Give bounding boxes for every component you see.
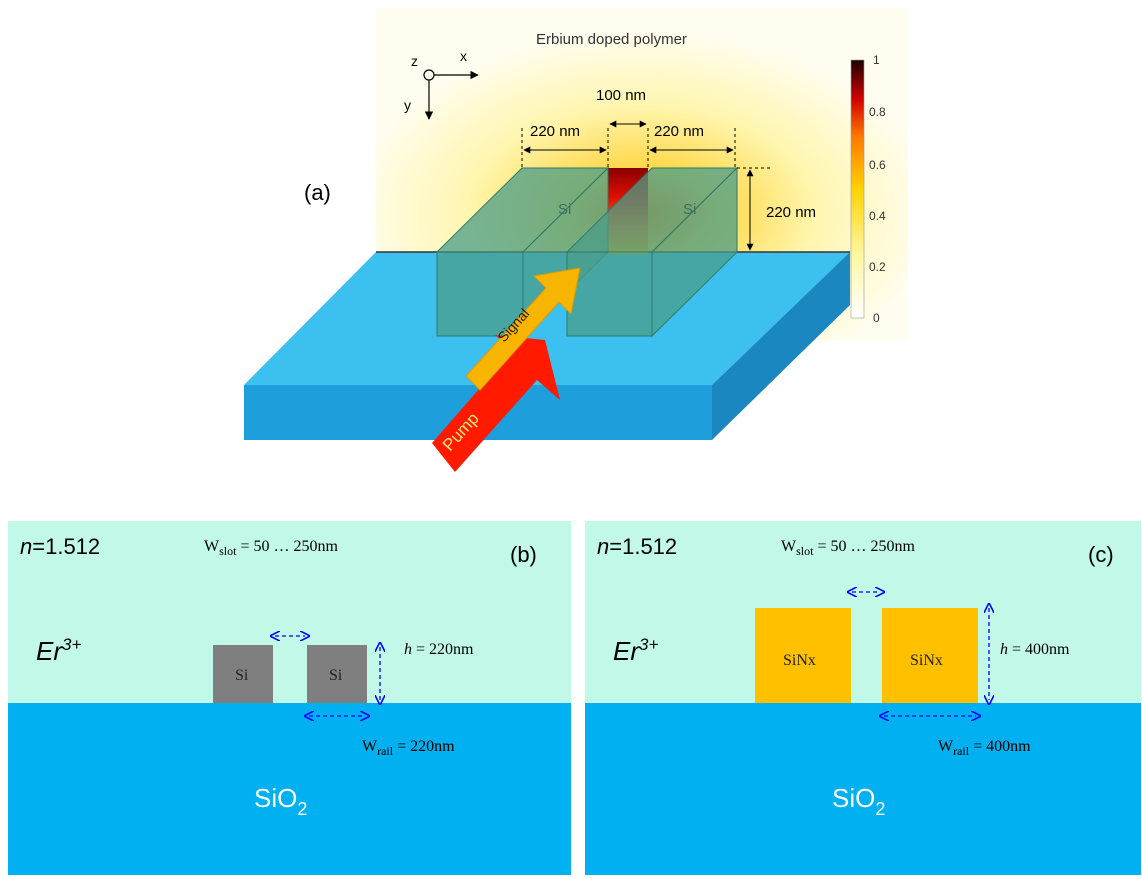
colorbar-tick-label: 0.4 bbox=[869, 209, 886, 223]
rail-left-c-label: SiNx bbox=[783, 652, 816, 669]
rail-left-b bbox=[213, 645, 273, 703]
panel-a-title: Erbium doped polymer bbox=[536, 31, 687, 48]
colorbar-tick-label: 0.2 bbox=[869, 260, 886, 274]
rail-left-b-label: Si bbox=[235, 667, 249, 684]
rail-left-3d bbox=[435, 166, 610, 338]
width-left-label: 220 nm bbox=[530, 123, 580, 140]
wrail-label-b: Wrail = 220nm bbox=[362, 738, 455, 758]
n-label-b: n=1.512 bbox=[20, 534, 100, 559]
coordinate-axes bbox=[423, 69, 479, 120]
dimensions-b bbox=[275, 636, 380, 716]
rail-left-label: Si bbox=[558, 201, 571, 218]
colorbar-tick-label: 0.8 bbox=[869, 105, 886, 119]
wslot-label-b: Wslot = 50 … 250nm bbox=[204, 538, 338, 558]
colorbar bbox=[850, 59, 865, 319]
panel-b-label: (b) bbox=[510, 542, 537, 567]
rail-left-c bbox=[755, 608, 851, 703]
cladding-b bbox=[8, 521, 571, 703]
substrate-b bbox=[8, 703, 571, 875]
dimensions-a bbox=[521, 120, 770, 251]
colorbar-tick-label: 1 bbox=[873, 53, 880, 67]
panel-b: Si Si n=1.512 Er3+ Wslot = 50 … 250nm h … bbox=[8, 521, 571, 875]
er-label-c: Er3+ bbox=[613, 635, 658, 666]
panel-c: SiNx SiNx n=1.512 Er3+ Wslot = 50 … 250n… bbox=[585, 521, 1141, 875]
width-right-label: 220 nm bbox=[654, 123, 704, 140]
substrate-side bbox=[712, 252, 850, 440]
colorbar-ticks: 1 0.8 0.6 0.4 0.2 0 bbox=[869, 53, 886, 325]
panel-a-label: (a) bbox=[304, 180, 331, 205]
rail-right-b bbox=[307, 645, 367, 703]
wrail-label-c: Wrail = 400nm bbox=[938, 738, 1031, 758]
slot-width-label: 100 nm bbox=[596, 87, 646, 104]
substrate-c bbox=[585, 703, 1141, 875]
axis-z-label: z bbox=[411, 53, 418, 69]
pump-arrow: Pump bbox=[432, 335, 560, 472]
substrate-label-b: SiO2 bbox=[254, 783, 307, 819]
axis-y-label: y bbox=[404, 97, 411, 113]
er-label-b: Er3+ bbox=[36, 635, 81, 666]
substrate-label-c: SiO2 bbox=[832, 783, 885, 819]
colorbar-tick-label: 0.6 bbox=[869, 158, 886, 172]
panel-a: Si Si Pump Signal 220 nm 100 nm 220 nm 2… bbox=[244, 8, 908, 472]
height-label: 220 nm bbox=[766, 204, 816, 221]
rail-right-label: Si bbox=[683, 201, 696, 218]
cladding-c bbox=[585, 521, 1141, 703]
rail-right-b-label: Si bbox=[329, 667, 343, 684]
panel-c-label: (c) bbox=[1088, 542, 1114, 567]
wslot-label-c: Wslot = 50 … 250nm bbox=[781, 538, 915, 558]
rail-right-c-label: SiNx bbox=[910, 652, 943, 669]
colorbar-tick-label: 0 bbox=[873, 311, 880, 325]
dimensions-c bbox=[852, 592, 989, 716]
signal-arrow: Signal bbox=[465, 267, 581, 391]
h-label-c: h = 400nm bbox=[1000, 641, 1070, 658]
axis-x-label: x bbox=[460, 48, 467, 64]
n-label-c: n=1.512 bbox=[597, 534, 677, 559]
rail-right-3d bbox=[565, 166, 739, 338]
h-label-b: h = 220nm bbox=[404, 641, 474, 658]
rail-right-c bbox=[882, 608, 978, 703]
